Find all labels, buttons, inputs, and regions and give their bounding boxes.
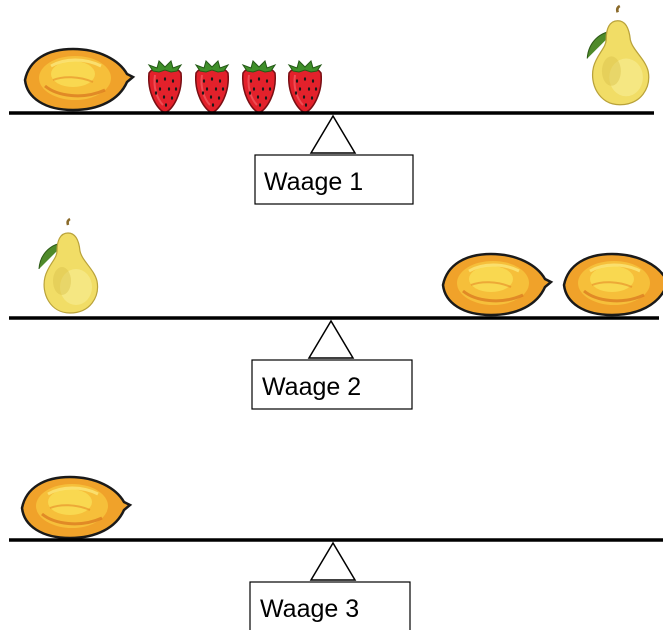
pear-icon [37,217,99,315]
lemon-icon [20,475,132,540]
scale-2: Waage 2 [9,217,663,410]
left-pan-2 [37,217,99,315]
scale-label: Waage 3 [260,595,359,623]
lemon-icon [441,252,553,317]
scale-3: Waage 3 [9,475,663,630]
scale-1: Waage 1 [9,4,654,205]
strawberry-icon [241,60,277,114]
left-pan-1 [23,47,323,114]
fulcrum-triangle [309,541,357,581]
strawberry-icon [194,60,230,114]
scale-label-box [254,154,414,205]
lemon-icon [562,252,663,317]
scale-label-box [249,581,411,630]
fulcrum-triangle [309,114,357,154]
strawberry-icon [287,60,323,114]
scale-label-box [251,359,413,410]
scale-label: Waage 1 [264,168,363,196]
right-pan-1 [585,4,651,107]
fulcrum-triangle [307,319,355,359]
left-pan-3 [20,475,132,540]
strawberry-icon [147,60,183,114]
right-pan-2 [441,252,663,317]
scale-label: Waage 2 [262,373,361,401]
lemon-icon [23,47,135,112]
pear-icon [585,4,651,107]
